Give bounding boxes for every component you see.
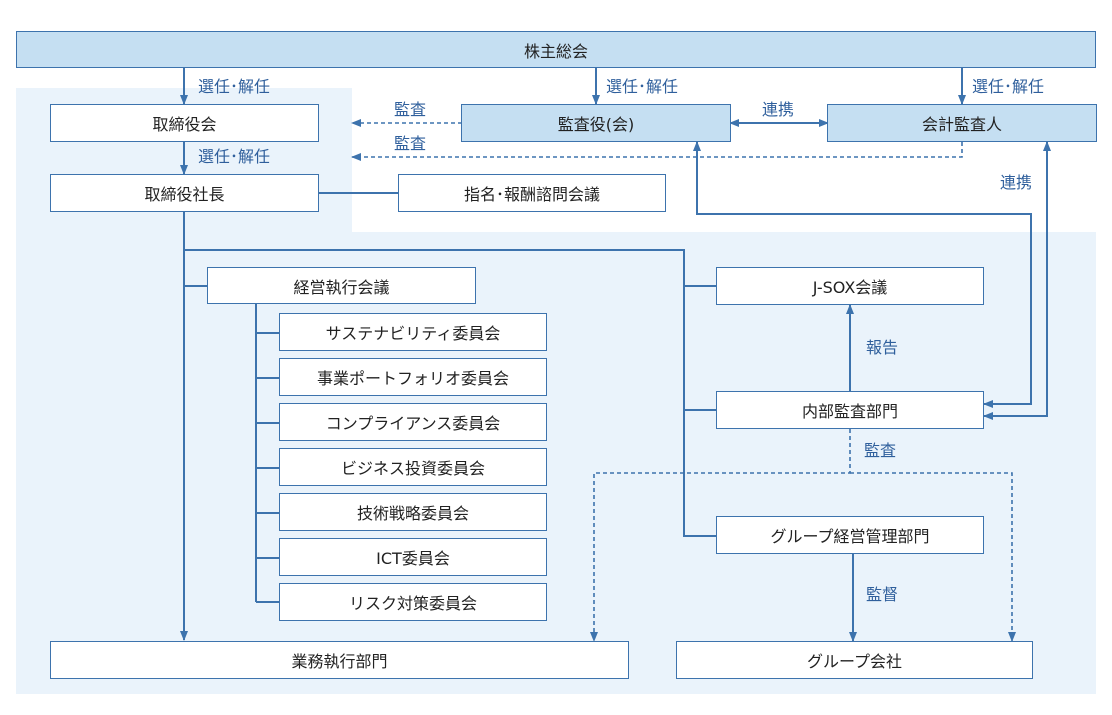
audit-label-internal: 監査 — [864, 441, 897, 460]
elect-label-auditors: 選任･解任 — [606, 77, 679, 96]
committee-tech-strategy-box: 技術戦略委員会 — [279, 493, 547, 531]
elect-label-board: 選任･解任 — [198, 77, 271, 96]
elect-label-accounting: 選任･解任 — [972, 77, 1045, 96]
internal-audit-box: 内部監査部門 — [716, 391, 984, 429]
committee-portfolio-box: 事業ポートフォリオ委員会 — [279, 358, 547, 396]
operations-division-box: 業務執行部門 — [50, 641, 629, 679]
committee-risk-box: リスク対策委員会 — [279, 583, 547, 621]
shareholders-meeting-box: 株主総会 — [16, 31, 1096, 68]
nomination-committee-box: 指名･報酬諮問会議 — [398, 174, 666, 212]
committee-compliance-box: コンプライアンス委員会 — [279, 403, 547, 441]
supervision-label: 監督 — [866, 585, 899, 604]
president-box: 取締役社長 — [50, 174, 319, 212]
committee-ict-box: ICT委員会 — [279, 538, 547, 576]
report-label: 報告 — [866, 338, 899, 357]
group-companies-box: グループ会社 — [676, 641, 1033, 679]
cooperation-label-auditors: 連携 — [762, 100, 795, 119]
audit-label-board: 監査 — [394, 100, 427, 119]
internal-audit-dashed — [590, 429, 851, 642]
internal-audit-dashed-right — [850, 472, 1016, 642]
committee-business-investment-box: ビジネス投資委員会 — [279, 448, 547, 486]
audit-accounting-arrow — [351, 142, 963, 161]
group-management-box: グループ経営管理部門 — [716, 516, 984, 554]
auditors-box: 監査役(会) — [461, 104, 731, 142]
committee-sustainability-box: サステナビリティ委員会 — [279, 313, 547, 351]
jsox-meeting-box: J-SOX会議 — [716, 267, 984, 305]
cooperation-label-internal: 連携 — [1000, 173, 1033, 192]
accounting-internal-link — [983, 141, 1051, 420]
right-branch — [184, 249, 716, 537]
exec-meeting-box: 経営執行会議 — [207, 267, 476, 304]
elect-label-president: 選任･解任 — [198, 147, 271, 166]
board-box: 取締役会 — [50, 104, 319, 142]
audit-label-accounting: 監査 — [394, 134, 427, 153]
accounting-auditor-box: 会計監査人 — [827, 104, 1097, 142]
